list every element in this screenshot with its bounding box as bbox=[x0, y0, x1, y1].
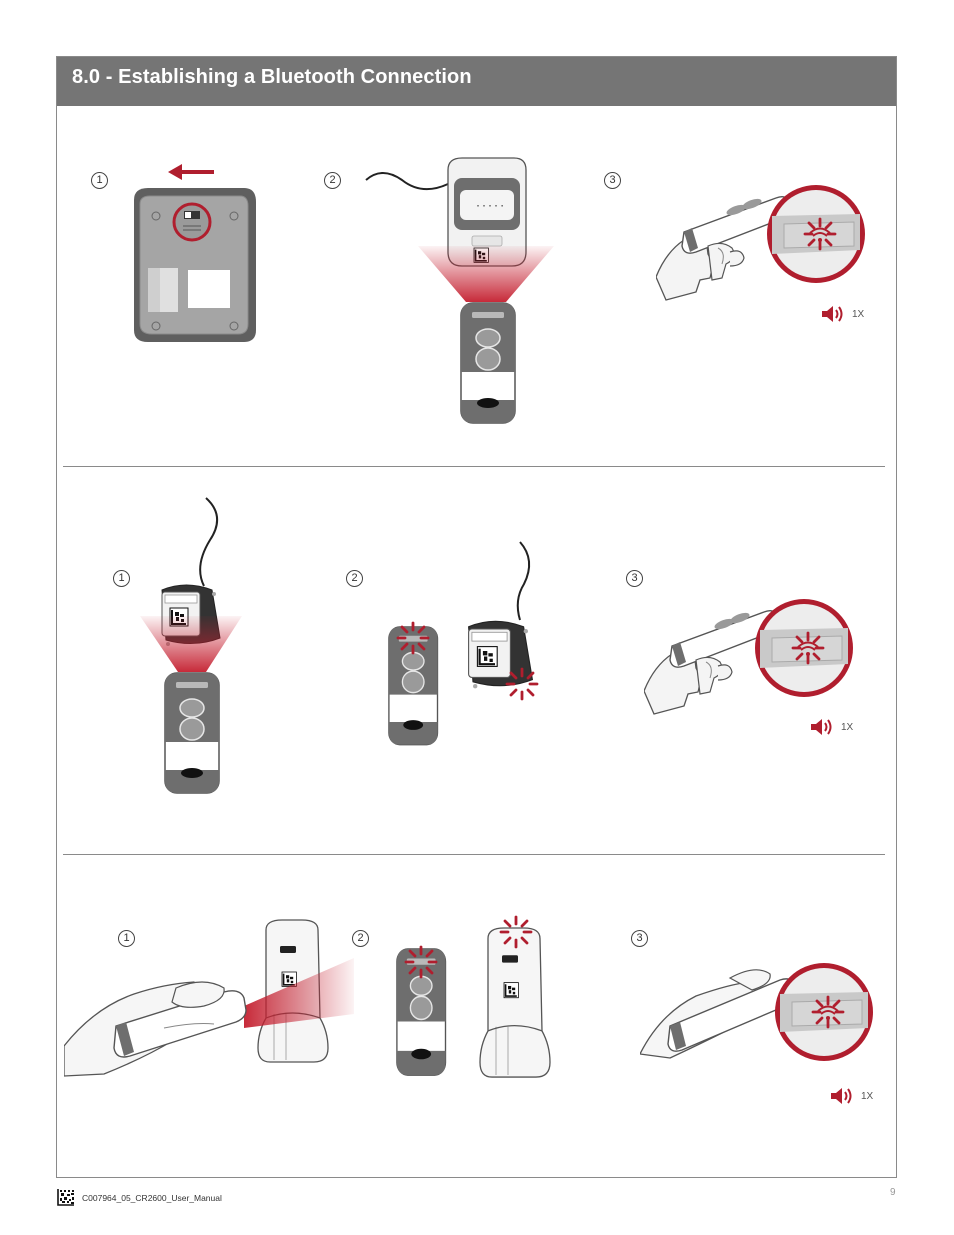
beep-indicator: 1X bbox=[811, 718, 853, 737]
step-number: 1 bbox=[91, 172, 108, 189]
speaker-icon bbox=[822, 305, 843, 323]
step-number: 2 bbox=[352, 930, 369, 947]
speaker-icon bbox=[831, 1087, 852, 1105]
arrow-left-icon bbox=[168, 164, 214, 180]
dongle-scan-illustration bbox=[140, 497, 242, 794]
step-number: 3 bbox=[631, 930, 648, 947]
led-flash-illustration bbox=[656, 182, 870, 301]
beep-indicator: 1X bbox=[831, 1087, 873, 1106]
section-divider bbox=[63, 854, 885, 855]
beep-count: 1X bbox=[852, 309, 865, 320]
beep-indicator: 1X bbox=[822, 305, 864, 324]
led-flash-illustration bbox=[640, 954, 876, 1064]
step-number: 2 bbox=[346, 570, 363, 587]
document-id: C007964_05_CR2600_User_Manual bbox=[82, 1193, 222, 1203]
svg-text:·····: ····· bbox=[475, 201, 505, 212]
datamatrix-icon bbox=[57, 1188, 75, 1206]
scanner-back-illustration bbox=[134, 164, 256, 342]
dual-flash-illustration bbox=[396, 915, 560, 1078]
step-number: 3 bbox=[604, 172, 621, 189]
dual-flash-illustration bbox=[388, 541, 539, 746]
page-frame: 8.0 - Establishing a Bluetooth Connectio… bbox=[56, 56, 897, 1178]
page-title: 8.0 - Establishing a Bluetooth Connectio… bbox=[72, 66, 472, 88]
step-number: 1 bbox=[113, 570, 130, 587]
section-divider bbox=[63, 466, 885, 467]
section-header: 8.0 - Establishing a Bluetooth Connectio… bbox=[57, 57, 896, 106]
beep-count: 1X bbox=[861, 1091, 874, 1102]
cradle-scan-illustration bbox=[64, 918, 354, 1077]
speaker-icon bbox=[811, 718, 832, 736]
step-number: 2 bbox=[324, 172, 341, 189]
led-flash-illustration bbox=[644, 596, 858, 715]
step-number: 1 bbox=[118, 930, 135, 947]
beep-count: 1X bbox=[841, 722, 854, 733]
cradle-scan-illustration: ····· bbox=[365, 157, 554, 424]
step-number: 3 bbox=[626, 570, 643, 587]
page-number: 9 bbox=[890, 1187, 896, 1198]
